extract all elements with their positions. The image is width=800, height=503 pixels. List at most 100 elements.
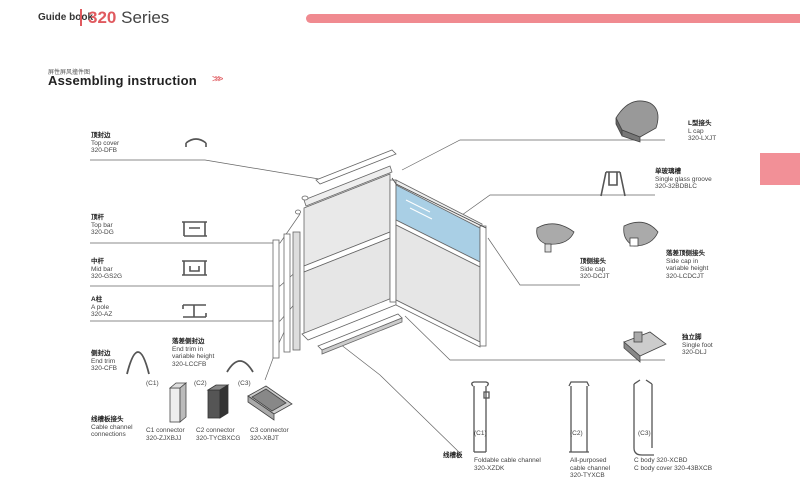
label-end-trim-variable: 落差侧封边 End trim in variable height 320-LC… [172,338,214,368]
c2-code: 320-TYCBXCG [196,434,241,442]
single-glass-code: 320-32BDBLC [655,183,697,191]
label-top-bar: 顶杆 Top bar 320-DG [91,214,114,237]
label-c2-connector: C2 connector 320-TYCBXCG [196,427,240,442]
c1-code: 320-ZJXBJJ [146,434,182,442]
label-foldable-cable-channel: Foldable cable channel 320-XZDK [474,457,541,472]
foldable-en: Foldable cable channel [474,457,541,464]
side-cap-variable-icon [623,221,659,247]
all-purposed-en2: cable channel [570,464,611,472]
header-separator [80,9,82,26]
foldable-cable-channel-profile-icon [471,381,490,453]
label-cable-channel-connections: 线槽板接头 Cable channel connections [91,416,133,439]
side-cap-code: 320-DCJT [580,273,610,281]
side-cap-var-en1: Side cap in [666,257,699,265]
all-purposed-en1: All-purposed [570,457,607,464]
c2-connector-icon [206,384,230,419]
label-single-foot: 独立脚 Single foot 320-DLJ [682,334,713,357]
top-bar-cn: 顶杆 [91,214,104,221]
single-foot-icon [623,331,667,363]
label-mid-bar: 中杆 Mid bar 320-GS2G [91,258,122,281]
single-foot-code: 320-DLJ [682,349,707,357]
c-body-letter: (C3) [638,430,651,437]
single-glass-groove-profile-icon [600,171,626,197]
a-pole-en: A pole [91,303,110,311]
single-foot-en: Single foot [682,341,713,349]
side-cap-en: Side cap [580,265,606,273]
c3-connector-icon [247,385,293,421]
l-cap-code: 320-LXJT [688,135,717,143]
all-purposed-cable-channel-profile-icon [568,381,590,453]
end-trim-en: End trim [91,357,116,365]
cable-board-cn: 线槽板 [443,452,463,459]
cable-conn-en1: Cable channel [91,423,133,431]
label-all-purposed-cable-channel: All-purposed cable channel 320-TYXCB [570,457,610,480]
end-trim-var-en1: End trim in [172,345,204,353]
c1-connector-icon [168,382,188,423]
end-trim-variable-profile-icon [226,360,254,373]
series-title: 320 Series [88,8,169,28]
a-pole-cn: A柱 [91,296,103,303]
label-end-trim: 侧封边 End trim 320-CFB [91,350,117,373]
cable-conn-en2: connections [91,431,126,439]
a-pole-profile-icon [182,304,207,318]
label-c3-connector: C3 connector 320-XBJT [250,427,289,442]
mid-bar-code: 320-GS2G [91,273,123,281]
foldable-code: 320-XZDK [474,464,505,472]
all-purposed-code: 320-TYXCB [570,472,605,480]
c-body-en1: C body 320-XCBD [634,457,688,464]
top-cover-en: Top cover [91,139,120,147]
l-cap-en: L cap [688,127,704,135]
panel-assembly [272,149,487,359]
end-trim-var-en2: variable height [172,353,215,361]
mid-bar-cn: 中杆 [91,258,104,265]
side-cap-var-cn: 落差顶侧接头 [666,250,705,257]
all-purposed-letter: (C2) [570,430,583,437]
top-cover-profile-icon [185,138,207,147]
c2-letter: (C2) [194,380,207,387]
end-trim-cn: 侧封边 [91,350,111,357]
page-side-tab [760,153,800,185]
side-cap-var-code: 320-LCDCJT [666,272,704,280]
top-bar-profile-icon [182,221,207,237]
c-body-en2: C body cover 320-43BXCB [634,464,713,472]
top-cover-cn: 顶封边 [91,132,111,139]
label-a-pole: A柱 A pole 320-AZ [91,296,112,319]
single-glass-cn: 单玻璃槽 [655,168,681,175]
label-side-cap-variable: 落差顶侧接头 Side cap in variable height 320-L… [666,250,708,280]
side-cap-icon [536,223,575,253]
c2-en: C2 connector [196,427,235,434]
label-single-glass-groove: 单玻璃槽 Single glass groove 320-32BDBLC [655,168,712,191]
series-number: 320 [88,8,117,27]
l-cap-icon [615,100,659,143]
label-top-cover: 顶封边 Top cover 320-DFB [91,132,119,155]
end-trim-var-cn: 落差侧封边 [172,338,205,345]
section-title-en: Assembling instruction [48,73,197,88]
section-arrow-icon: >>> [212,74,223,85]
foldable-letter: (C1) [474,430,487,437]
a-pole-code: 320-AZ [91,311,113,319]
c1-en: C1 connector [146,427,185,434]
top-bar-en: Top bar [91,221,113,229]
c3-letter: (C3) [238,380,251,387]
label-l-cap: L型接头 L cap 320-LXJT [688,120,716,143]
single-foot-cn: 独立脚 [682,334,702,341]
end-trim-code: 320-CFB [91,365,118,373]
side-cap-cn: 顶侧接头 [580,258,606,265]
single-glass-en: Single glass groove [655,175,712,183]
series-word: Series [121,8,170,27]
label-c1-connector: C1 connector 320-ZJXBJJ [146,427,185,442]
c3-en: C3 connector [250,427,289,434]
header-bar: • CLOVER / UTOR [306,14,800,35]
end-trim-var-code: 320-LCCFB [172,360,207,368]
section-title-cn: 屏性屏风撞件图 [48,70,91,76]
l-cap-cn: L型接头 [688,120,712,127]
label-side-cap: 顶侧接头 Side cap 320-DCJT [580,258,610,281]
guide-book-label: Guide book [38,12,93,23]
c1-letter: (C1) [146,380,159,387]
top-bar-code: 320-DG [91,229,114,237]
brand-label: • CLOVER / UTOR [727,29,778,35]
c-body-profile-icon [633,379,654,456]
cable-conn-cn: 线槽板接头 [91,416,124,423]
label-c-body: C body 320-XCBD C body cover 320-43BXCB [634,457,712,472]
